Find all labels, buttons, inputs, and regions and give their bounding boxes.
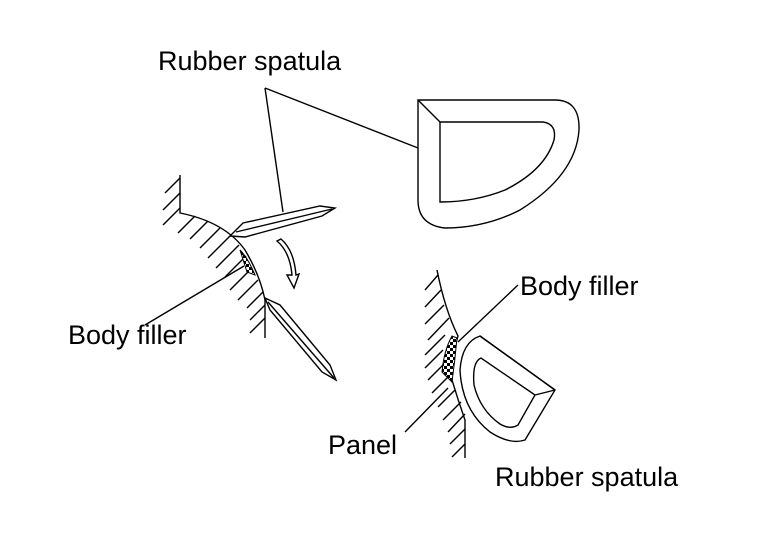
panel-wall-right — [424, 269, 466, 458]
body-filler-right-area — [441, 335, 458, 384]
label-body-filler-right: Body filler — [520, 271, 639, 301]
body-filler-left-area — [239, 249, 256, 276]
rubber-spatula-in-use — [459, 335, 556, 443]
spatula-edge-start — [228, 205, 338, 238]
rubber-spatula-top-view — [417, 99, 580, 229]
leader-body-filler-right — [457, 284, 519, 343]
leader-body-filler-left — [144, 265, 245, 326]
leader-rubber-spatula-top — [264, 87, 419, 213]
spatula-edge-end — [263, 296, 338, 382]
label-panel: Panel — [328, 430, 398, 460]
curved-arrow-icon — [275, 238, 301, 290]
panel-wall-left — [162, 175, 266, 338]
label-rubber-spatula-bottom: Rubber spatula — [495, 462, 679, 492]
label-rubber-spatula-top: Rubber spatula — [158, 46, 342, 76]
leader-panel — [404, 387, 449, 433]
label-body-filler-left: Body filler — [68, 320, 187, 350]
